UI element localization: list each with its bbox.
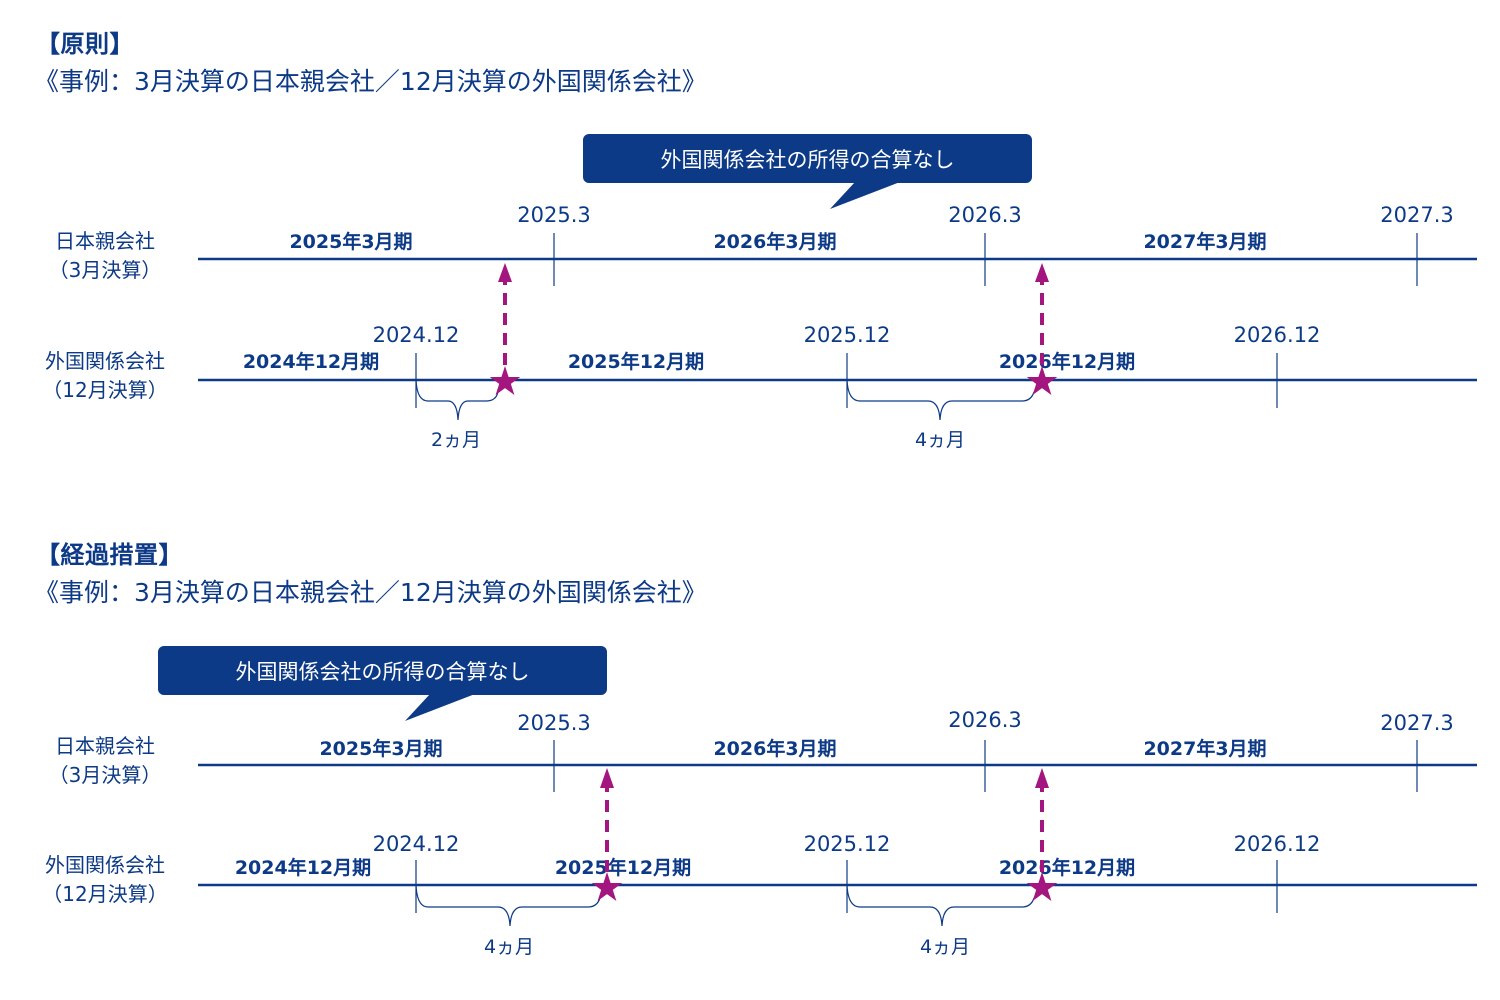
- section-title: 【原則】: [36, 30, 134, 58]
- callout-no-aggregation: 外国関係会社の所得の合算なし: [583, 134, 1032, 183]
- star-icon: [1026, 872, 1058, 901]
- row-label-line2: （3月決算）: [48, 258, 162, 282]
- date-label: 2027.3: [1380, 711, 1454, 735]
- row-label-japan-parent: 日本親会社 （3月決算）: [30, 227, 180, 285]
- date-label: 2026.12: [1233, 832, 1321, 856]
- callout-tail: [830, 182, 900, 209]
- dashed-arrow-up-icon: [1035, 768, 1049, 872]
- gap-months-label: 4ヵ月: [919, 936, 971, 958]
- date-label: 2025.12: [803, 832, 891, 856]
- star-icon: [591, 872, 623, 901]
- row-label-line2: （12月決算）: [42, 882, 168, 906]
- dashed-arrow-up-icon: [498, 263, 512, 365]
- date-label: 2024.12: [372, 323, 460, 347]
- period-label: 2024年12月期: [234, 857, 372, 879]
- date-label: 2026.3: [948, 203, 1022, 227]
- date-label: 2025.12: [803, 323, 891, 347]
- row-label-line1: 外国関係会社: [45, 349, 165, 373]
- gap-months-label: 4ヵ月: [914, 429, 966, 451]
- row-label-line1: 日本親会社: [55, 229, 155, 253]
- date-label: 2025.3: [517, 203, 591, 227]
- date-label: 2026.3: [948, 708, 1022, 732]
- row-label-line1: 日本親会社: [55, 734, 155, 758]
- period-label: 2026年12月期: [998, 351, 1136, 373]
- period-label: 2025年12月期: [554, 857, 692, 879]
- period-label: 2026年3月期: [713, 231, 837, 253]
- row-label-japan-parent: 日本親会社 （3月決算）: [30, 732, 180, 790]
- period-label: 2027年3月期: [1143, 231, 1267, 253]
- period-label: 2026年12月期: [998, 857, 1136, 879]
- callout-text: 外国関係会社の所得の合算なし: [235, 659, 530, 684]
- row-label-line2: （12月決算）: [42, 378, 168, 402]
- period-label: 2027年3月期: [1143, 738, 1267, 760]
- gap-months-label: 2ヵ月: [430, 429, 482, 451]
- brace-gap: [415, 379, 499, 421]
- section-subtitle: 《事例：3月決算の日本親会社／12月決算の外国関係会社》: [34, 578, 707, 607]
- brace-gap: [846, 884, 1035, 927]
- date-label: 2027.3: [1380, 203, 1454, 227]
- date-label: 2026.12: [1233, 323, 1321, 347]
- callout-no-aggregation: 外国関係会社の所得の合算なし: [158, 646, 607, 695]
- row-label-line2: （3月決算）: [48, 763, 162, 787]
- brace-gap: [846, 379, 1035, 421]
- dashed-arrow-up-icon: [600, 768, 614, 872]
- callout-tail: [405, 694, 475, 721]
- period-label: 2025年3月期: [319, 738, 443, 760]
- period-label: 2026年3月期: [713, 738, 837, 760]
- section-title: 【経過措置】: [36, 541, 183, 569]
- row-label-line1: 外国関係会社: [45, 853, 165, 877]
- dashed-arrow-up-icon: [1035, 263, 1049, 365]
- gap-months-label: 4ヵ月: [483, 936, 535, 958]
- date-label: 2025.3: [517, 711, 591, 735]
- section-subtitle: 《事例：3月決算の日本親会社／12月決算の外国関係会社》: [34, 67, 707, 96]
- callout-text: 外国関係会社の所得の合算なし: [660, 147, 955, 172]
- period-label: 2025年12月期: [567, 351, 705, 373]
- date-label: 2024.12: [372, 832, 460, 856]
- brace-gap: [415, 884, 601, 927]
- row-label-foreign-affiliate: 外国関係会社 （12月決算）: [30, 851, 180, 909]
- row-label-foreign-affiliate: 外国関係会社 （12月決算）: [30, 347, 180, 405]
- period-label: 2024年12月期: [242, 351, 380, 373]
- period-label: 2025年3月期: [289, 231, 413, 253]
